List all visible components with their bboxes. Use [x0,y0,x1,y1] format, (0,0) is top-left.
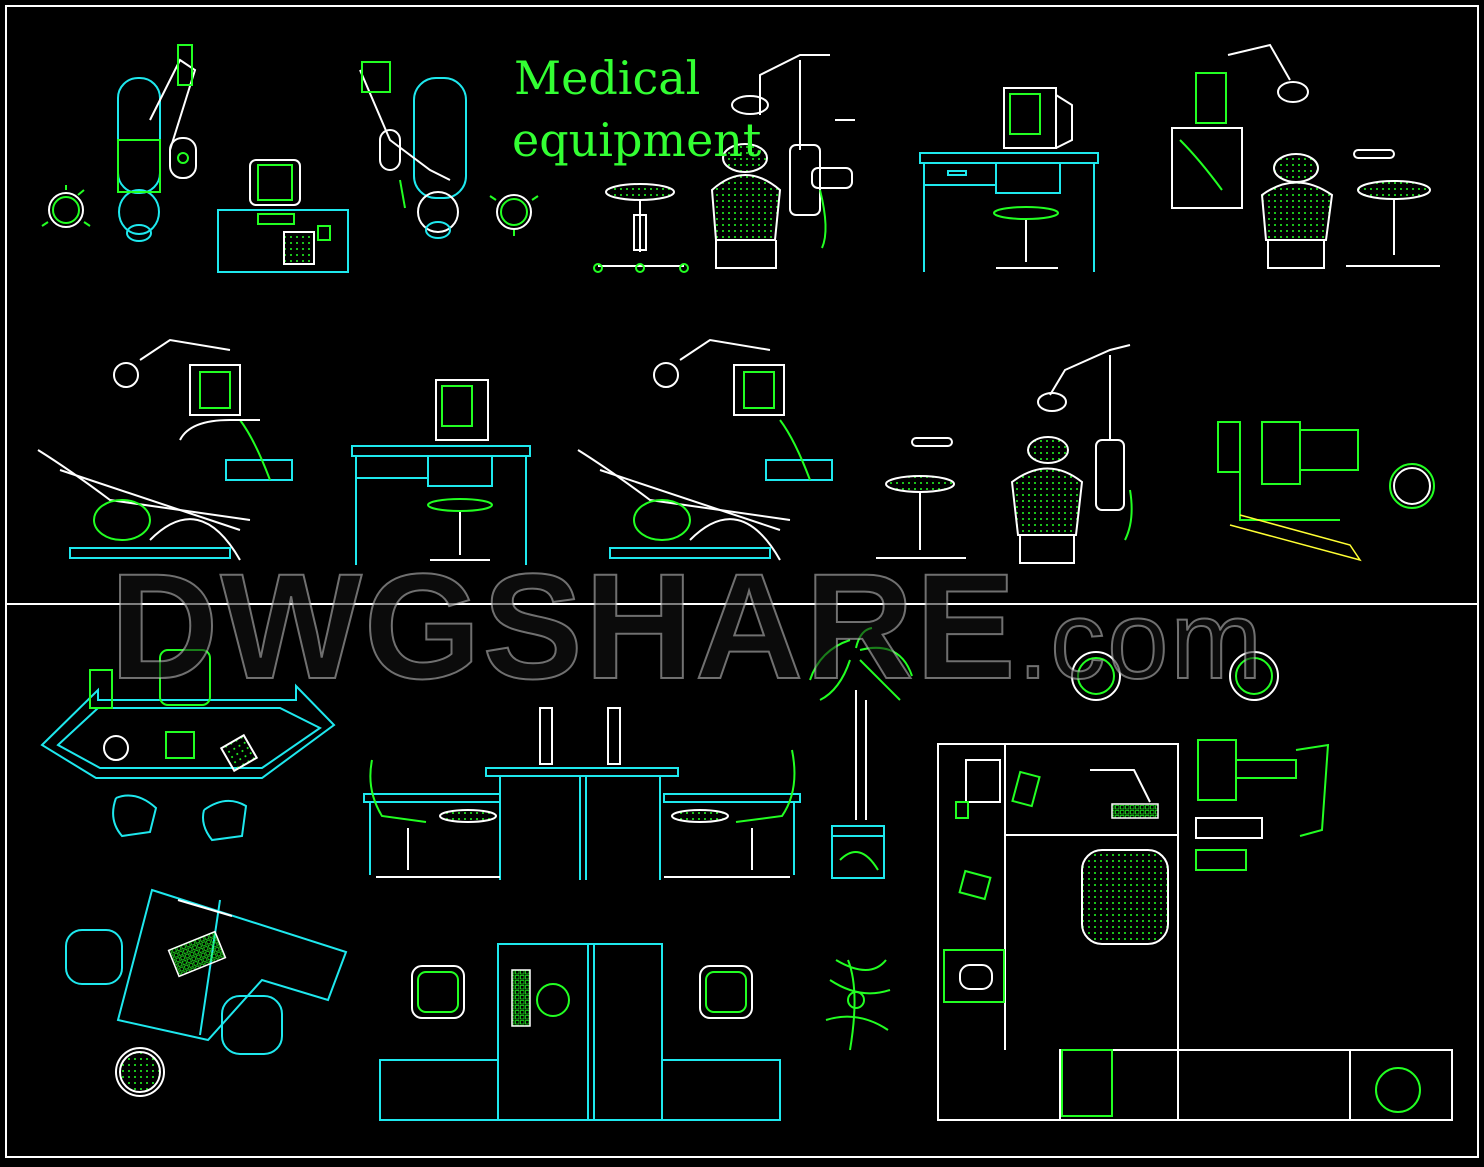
potted-plant-plan [825,959,891,1051]
watermark-suffix: .com [1017,578,1265,703]
dental-chair-front-1 [710,54,855,269]
dental-chair-side-2 [577,338,833,561]
dental-chair-front-2 [1010,344,1133,564]
reception-desk-plan [40,649,336,842]
stool-plan-5 [1229,651,1279,701]
computer-desk-elevation-1 [919,87,1099,272]
dental-chair-side-1 [37,338,293,561]
dental-chair-plan-2 [359,61,467,239]
dental-stool-elevation-1 [593,183,689,273]
stool-plan-2 [489,194,539,236]
workstation-elevation-pair [363,707,801,880]
potted-plant-elevation [809,627,913,879]
dental-stool-elevation-2 [876,437,966,559]
watermark-main: DWGSHARE [109,541,1018,711]
workstation-plan-pair [379,943,781,1121]
computer-desk-elevation-2 [351,379,531,565]
dental-unit-elevation-2 [1171,43,1440,269]
title-line-equipment: equipment [512,113,762,167]
stool-plan-1 [41,185,91,228]
dental-unit-plan-3 [1217,421,1362,562]
stool-plan-3 [1389,463,1435,509]
title-line-medical: Medical [514,51,701,105]
stool-plan-4 [1071,651,1121,701]
outer-frame [5,5,1479,1158]
desk-plan-1 [217,159,349,273]
meeting-table-plan-rotated [65,888,348,1097]
watermark: DWGSHARE.com [109,540,1265,713]
dental-chair-plan-1 [117,44,197,242]
dental-unit-side-3 [1195,739,1330,871]
office-desk-plan [937,743,1453,1121]
